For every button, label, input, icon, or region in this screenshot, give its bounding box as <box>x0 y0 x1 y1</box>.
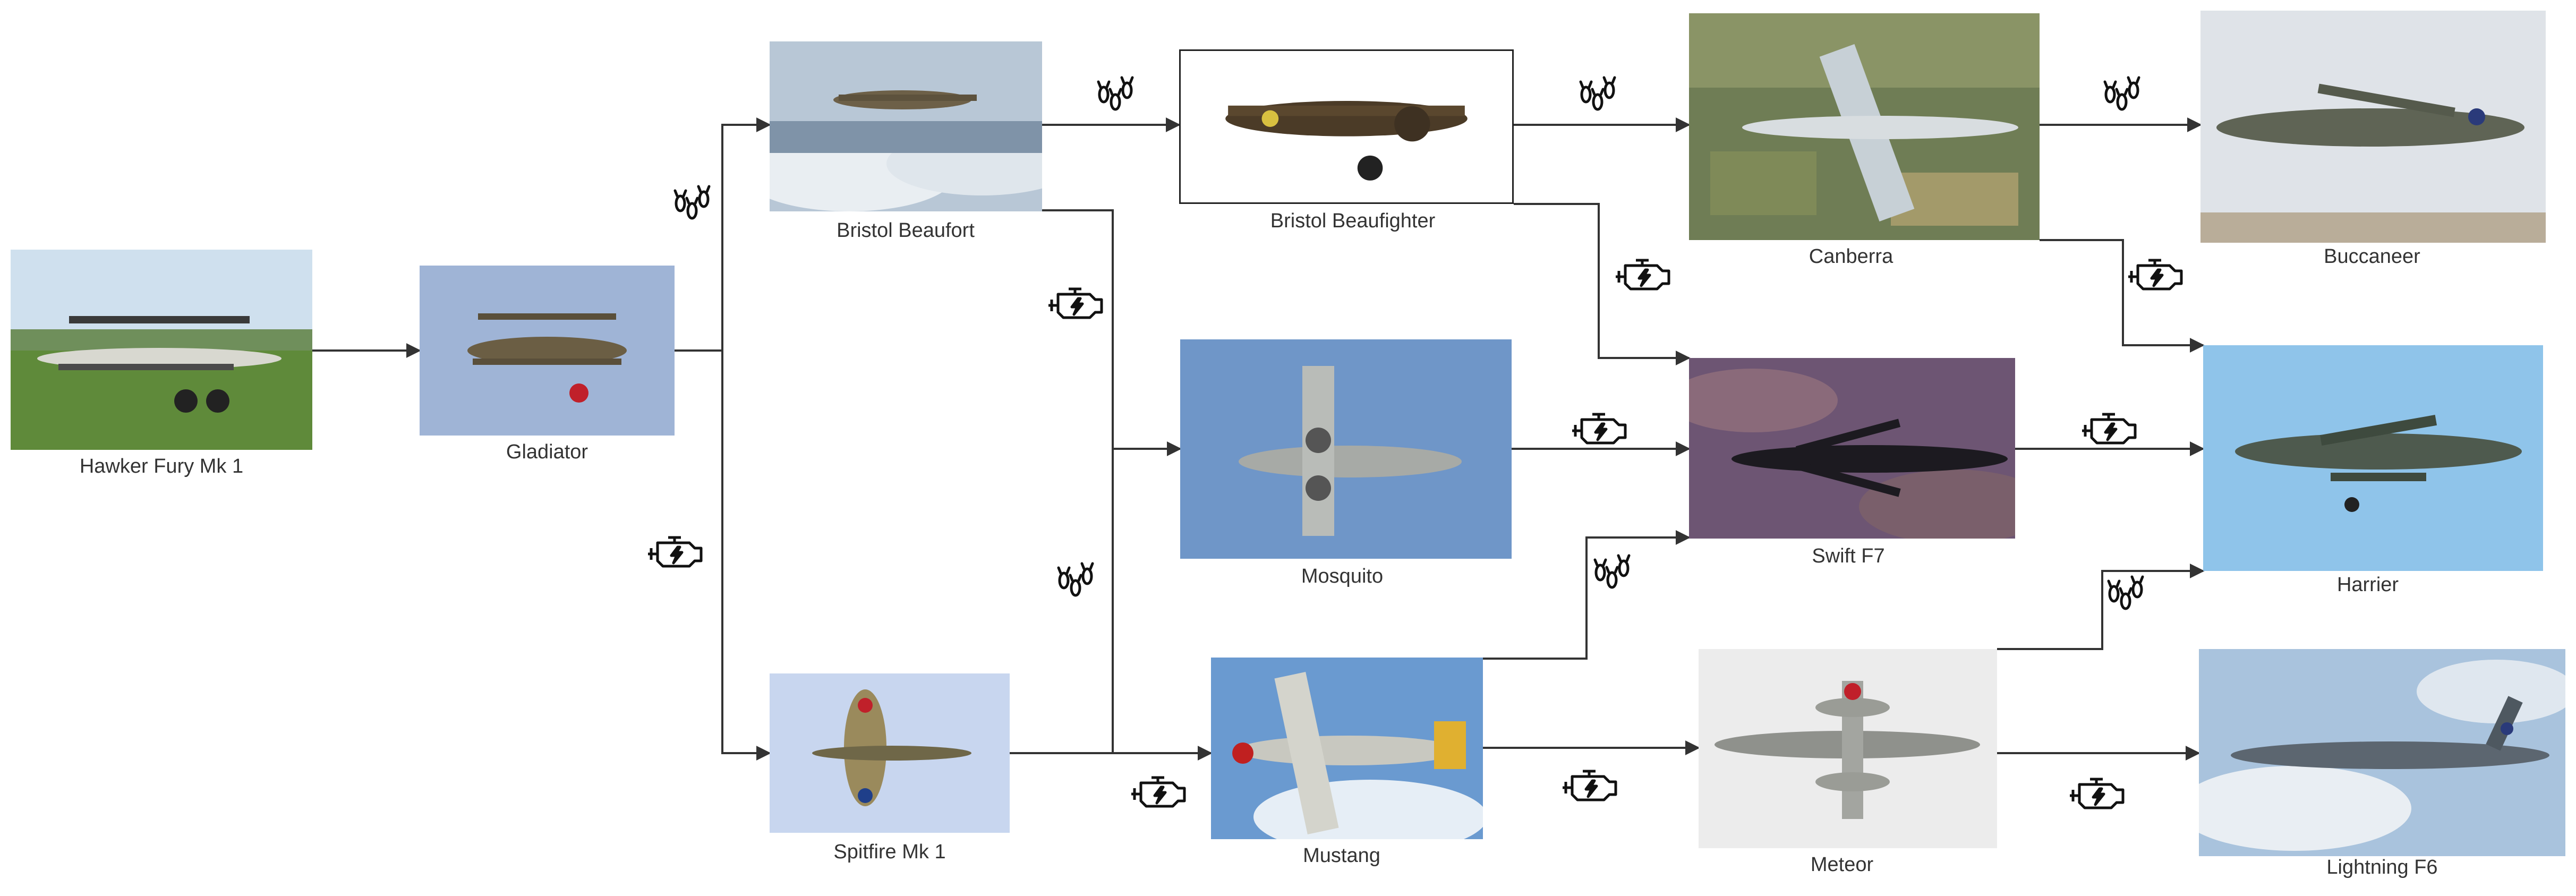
engine-upgrade-icon <box>1615 254 1673 296</box>
bomb-upgrade-icon <box>1576 74 1619 117</box>
node-label: Meteor <box>1810 854 1874 876</box>
hawker-fury-photo <box>11 250 312 450</box>
meteor-photo <box>1699 649 1997 848</box>
engine-upgrade-icon <box>2081 408 2139 450</box>
edge-beaufighter-to-swift <box>1514 203 1691 365</box>
harrier-photo <box>2203 345 2543 571</box>
buccaneer-photo <box>2200 11 2546 243</box>
node-label: Mosquito <box>1301 565 1384 587</box>
edge-mustang-to-swift <box>1483 530 1691 660</box>
node-label: Swift F7 <box>1812 545 1885 567</box>
bomb-upgrade-icon <box>2104 574 2147 616</box>
canberra-photo <box>1689 13 2040 240</box>
bomb-upgrade-icon <box>2101 74 2143 117</box>
engine-upgrade-icon <box>1562 765 1620 807</box>
edge-canberra-to-harrier <box>2040 239 2205 353</box>
node-label: Mustang <box>1303 844 1380 867</box>
bomb-upgrade-icon <box>1054 560 1097 603</box>
bristol-beaufort-photo <box>770 41 1042 211</box>
bomb-upgrade-icon <box>671 183 713 226</box>
node-label: Canberra <box>1809 245 1893 268</box>
engine-upgrade-icon <box>647 531 705 574</box>
bomb-upgrade-icon <box>1094 74 1137 117</box>
node-label: Lightning F6 <box>2326 856 2438 878</box>
node-label: Gladiator <box>506 441 588 463</box>
bristol-beaufighter-photo <box>1179 49 1514 204</box>
mustang-photo <box>1211 658 1483 839</box>
engine-upgrade-icon <box>1571 408 1630 450</box>
node-label: Buccaneer <box>2324 245 2420 268</box>
engine-upgrade-icon <box>1047 283 1106 325</box>
engine-upgrade-icon <box>1130 771 1189 814</box>
engine-upgrade-icon <box>2127 254 2186 296</box>
mosquito-photo <box>1180 339 1512 559</box>
swift-f7-photo <box>1689 358 2015 539</box>
engine-upgrade-icon <box>2069 773 2127 815</box>
spitfire-photo <box>770 673 1010 833</box>
node-label: Harrier <box>2336 574 2399 596</box>
edge-meteor-to-harrier <box>1997 564 2205 650</box>
bomb-upgrade-icon <box>1591 552 1633 595</box>
node-label: Hawker Fury Mk 1 <box>79 455 244 477</box>
node-label: Bristol Beaufort <box>837 219 975 242</box>
edge-gladiator-to-spitfire <box>721 351 771 761</box>
node-label: Spitfire Mk 1 <box>833 841 946 863</box>
edge-gladiator-to-bristol-beaufort <box>675 117 771 352</box>
node-label: Bristol Beaufighter <box>1270 210 1436 232</box>
lightning-f6-photo <box>2199 649 2565 856</box>
gladiator-photo <box>420 266 675 436</box>
edge-beaufort-to-mosquito <box>1042 209 1182 456</box>
